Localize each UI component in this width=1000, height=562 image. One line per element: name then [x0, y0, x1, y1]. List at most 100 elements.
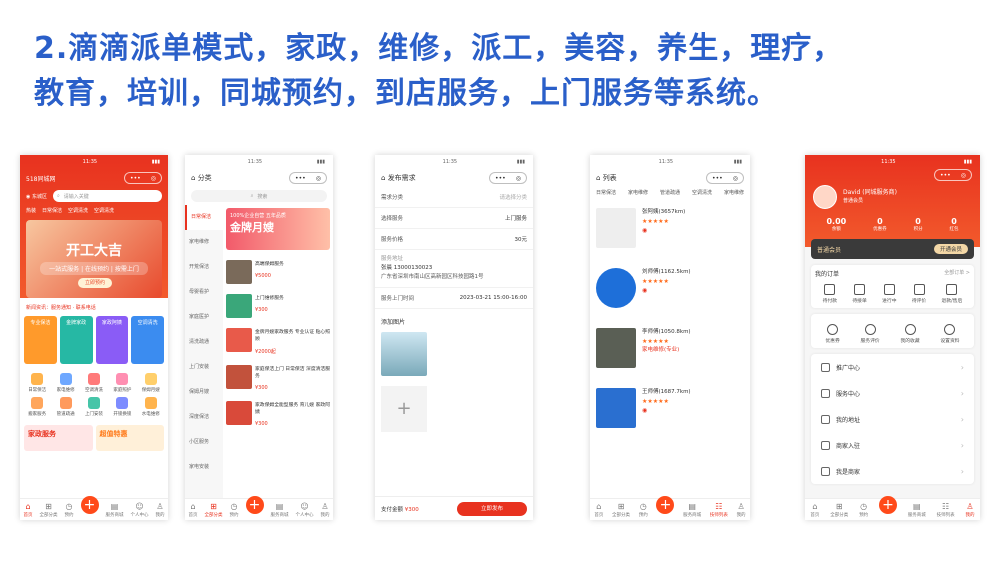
menu-item[interactable]: 我是商家›	[811, 458, 974, 484]
tab-workers[interactable]: ☷技师列表	[936, 502, 955, 519]
sidebar-item[interactable]: 清洗疏通	[189, 339, 210, 345]
cat-tab[interactable]: 空调清洗	[94, 208, 115, 214]
list-item[interactable]: 家政保姆全能型服务 育儿嫂 家政阿姨¥300	[226, 401, 330, 427]
menu-item[interactable]: 我的地址›	[811, 406, 974, 432]
tool-item[interactable]: 我的收藏	[900, 324, 920, 344]
avatar[interactable]	[813, 185, 837, 209]
tab-category[interactable]: ⊞全部分类	[204, 502, 223, 519]
tab-publish[interactable]: +	[878, 496, 897, 518]
order-status-item[interactable]: 退款/售后	[942, 284, 962, 304]
sidebar-item[interactable]: 家电安装	[189, 464, 210, 470]
sidebar-item[interactable]: 小区服务	[189, 439, 210, 445]
tool-item[interactable]: 服务评价	[861, 324, 880, 344]
sidebar-item[interactable]: 母婴看护	[189, 289, 210, 295]
filter-tab[interactable]: 家电维修	[627, 190, 648, 196]
tab-home[interactable]: ⌂首页	[23, 502, 33, 519]
category-search-input[interactable]: ⌕搜索	[191, 190, 327, 202]
tab-booking[interactable]: ◷预约	[229, 502, 239, 519]
sidebar-item[interactable]: 家庭医护	[189, 314, 210, 320]
cat-tab[interactable]: 日常保洁	[42, 208, 63, 214]
tile[interactable]: 家政阿姨	[95, 316, 129, 364]
tab-booking[interactable]: ◷预约	[638, 502, 648, 519]
mini-program-capsule[interactable]: •••◎	[289, 172, 327, 184]
vip-open-button[interactable]: 开通会员	[933, 244, 968, 254]
form-row-category[interactable]: 需求分类请选择分类	[375, 187, 533, 208]
tile[interactable]: 专业保洁	[24, 316, 57, 364]
grid-item[interactable]: 搬家服务	[24, 397, 50, 417]
address-section[interactable]: 服务地址 张晨 13000130023 广东省深圳市南山区高新园区科技园路1号	[375, 250, 533, 288]
tab-me[interactable]: ♙我的	[155, 502, 165, 519]
tool-item[interactable]: 优惠券	[825, 324, 840, 344]
grid-item[interactable]: 家庭照护	[109, 373, 135, 393]
sidebar-item[interactable]: 上门安装	[189, 364, 210, 370]
all-orders-link[interactable]: 全部订单 >	[944, 270, 970, 276]
tab-category[interactable]: ⊞全部分类	[612, 502, 631, 519]
order-status-item[interactable]: 待评价	[912, 284, 926, 304]
filter-tab[interactable]: 日常保洁	[596, 190, 617, 196]
mini-program-capsule[interactable]: •••◎	[706, 172, 744, 184]
menu-item[interactable]: 服务中心›	[811, 380, 974, 406]
filter-tab[interactable]: 空调清洗	[691, 190, 712, 196]
grid-item[interactable]: 开锁换锁	[109, 397, 135, 417]
home-banner[interactable]: 开工大吉 一站式服务 | 在线预约 | 按需上门 立即预约	[26, 220, 162, 298]
tab-booking[interactable]: ◷预约	[64, 502, 74, 519]
mini-program-capsule[interactable]: •••◎	[489, 172, 527, 184]
list-item[interactable]: 高端保姆服务¥5000	[226, 260, 330, 284]
promo-card[interactable]: 家政服务	[24, 425, 93, 451]
tab-center[interactable]: ☺个人中心	[295, 502, 314, 519]
tile[interactable]: 空调清洗	[131, 316, 164, 364]
uploaded-image[interactable]	[381, 332, 427, 376]
promo-card[interactable]: 超值特惠	[95, 425, 164, 451]
tab-workers[interactable]: ☷技师列表	[709, 502, 728, 519]
order-status-item[interactable]: 待接单	[852, 284, 867, 304]
banner-button[interactable]: 立即预约	[78, 278, 112, 288]
sidebar-item[interactable]: 日常保洁	[185, 205, 223, 230]
order-status-item[interactable]: 进行中	[882, 284, 897, 304]
filter-tab[interactable]: 家电维修	[723, 190, 744, 196]
tab-home[interactable]: ⌂首页	[594, 502, 604, 519]
tab-publish[interactable]: +	[245, 496, 264, 518]
tab-mall[interactable]: ▤服务商城	[270, 502, 289, 519]
submit-button[interactable]: 立即发布	[457, 501, 527, 516]
tab-booking[interactable]: ◷预约	[859, 502, 869, 519]
tab-mall[interactable]: ▤服务商城	[907, 502, 926, 519]
tab-home[interactable]: ⌂首页	[810, 502, 820, 519]
tab-me[interactable]: ♙我的	[736, 502, 746, 519]
category-hero-banner[interactable]: 100%企业自营 五年品质 金牌月嫂	[226, 208, 330, 250]
tile[interactable]: 金牌家政	[59, 316, 93, 364]
grid-item[interactable]: 上门安装	[81, 397, 107, 417]
home-search-input[interactable]: ⌕请输入关键	[52, 190, 162, 202]
worker-row[interactable]: 张阿姨(3657km)★★★★★◉	[590, 198, 750, 258]
notice-bar[interactable]: 新闻资讯：服务通知 · 联系电话	[26, 305, 96, 311]
list-item[interactable]: 上门维修服务¥300	[226, 294, 330, 318]
user-info[interactable]: David (同城服务商)普通会员	[813, 185, 972, 209]
tab-me[interactable]: ♙我的	[320, 502, 330, 519]
cat-tab[interactable]: 热装	[26, 208, 37, 214]
sidebar-item[interactable]: 开荒保洁	[189, 264, 210, 270]
list-item[interactable]: 家庭保洁上门 日常保洁 深度清洁服务¥300	[226, 365, 330, 391]
list-item[interactable]: 金牌月嫂家政服务 专业认证 贴心照顾¥2000起	[226, 328, 330, 355]
tab-center[interactable]: ☺个人中心	[130, 502, 149, 519]
worker-row[interactable]: 李师傅(1050.8km)★★★★★家电维修(专业)	[590, 318, 750, 378]
sidebar-item[interactable]: 家电维修	[189, 239, 210, 245]
mini-program-capsule[interactable]: •••◎	[124, 172, 162, 184]
menu-item[interactable]: 推广中心›	[811, 354, 974, 380]
worker-row[interactable]: 刘师傅(1162.5km)★★★★★◉	[590, 258, 750, 318]
menu-item[interactable]: 商家入驻›	[811, 432, 974, 458]
form-row-service[interactable]: 选择服务上门服务	[375, 208, 533, 229]
grid-item[interactable]: 管道疏通	[52, 397, 78, 417]
mini-program-capsule[interactable]: •••◎	[934, 169, 972, 181]
order-status-item[interactable]: 待付款	[823, 284, 837, 304]
tab-category[interactable]: ⊞全部分类	[830, 502, 849, 519]
filter-tab[interactable]: 管道疏通	[659, 190, 680, 196]
grid-item[interactable]: 水电维修	[138, 397, 164, 417]
city-selector[interactable]: ◉ 东城区	[26, 193, 47, 200]
tab-mall[interactable]: ▤服务商城	[683, 502, 702, 519]
grid-item[interactable]: 保姆月嫂	[138, 373, 164, 393]
sidebar-item[interactable]: 保姆月嫂	[189, 389, 210, 395]
